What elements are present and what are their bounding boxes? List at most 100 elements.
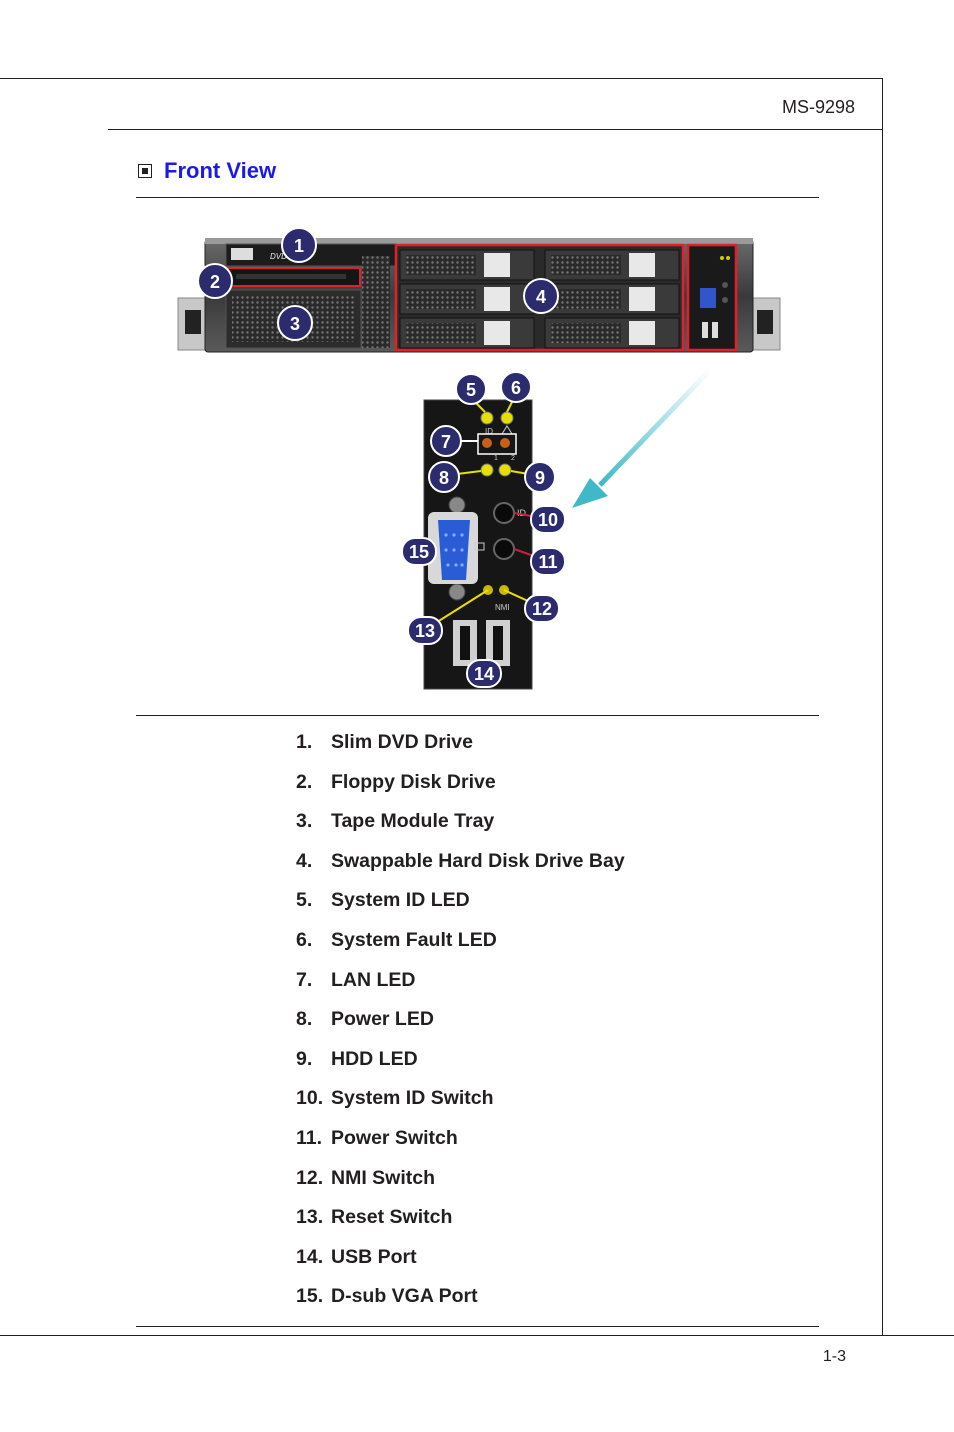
section-heading: Front View [138, 158, 276, 184]
component-label: Power Switch [331, 1126, 458, 1149]
svg-text:11: 11 [538, 552, 557, 572]
component-label: D-sub VGA Port [331, 1285, 478, 1308]
callout-5: 5 [455, 373, 487, 405]
component-label: Floppy Disk Drive [331, 770, 496, 793]
front-panel-highlight [686, 243, 738, 352]
component-number: 5. [296, 889, 313, 912]
component-number: 9. [296, 1047, 313, 1070]
component-item: 14. USB Port [296, 1246, 625, 1286]
callout-1: 1 [281, 227, 317, 263]
svg-text:8: 8 [439, 468, 449, 488]
component-label: Swappable Hard Disk Drive Bay [331, 849, 625, 872]
id-led-label: ID [485, 427, 493, 436]
component-number: 6. [296, 928, 313, 951]
svg-text:4: 4 [536, 287, 546, 307]
component-label: HDD LED [331, 1047, 418, 1070]
callout-6: 6 [500, 371, 532, 403]
section-title: Front View [164, 158, 277, 183]
component-number: 3. [296, 810, 313, 833]
bottom-frame-rule [0, 1335, 954, 1336]
svg-text:10: 10 [538, 510, 558, 530]
svg-text:3: 3 [290, 314, 300, 334]
header-model-number: MS-9298 [781, 97, 855, 117]
svg-text:1: 1 [294, 236, 304, 256]
floppy-disk-drive [227, 267, 361, 287]
component-label: Tape Module Tray [331, 810, 495, 833]
list-bottom-rule [136, 1326, 819, 1327]
right-frame-rule [882, 78, 883, 1336]
header-rule [108, 129, 883, 130]
component-label: System ID LED [331, 889, 470, 912]
svg-text:12: 12 [532, 599, 552, 619]
front-panel-closeup: ID 1 2 ID NMI [423, 399, 533, 690]
component-item: 1. Slim DVD Drive [296, 731, 625, 771]
component-item: 7. LAN LED [296, 969, 625, 1009]
callout-11: 11 [530, 547, 566, 576]
id-switch-label: ID [517, 508, 527, 518]
svg-text:5: 5 [466, 380, 476, 400]
zoom-arrow [572, 368, 712, 508]
component-label: Slim DVD Drive [331, 731, 473, 753]
callout-badges: 1 2 3 4 5 6 7 8 9 10 11 12 13 14 15 [197, 227, 566, 688]
component-list: 1. Slim DVD Drive 2. Floppy Disk Drive 3. Tap… [296, 731, 625, 1325]
component-number: 11. [296, 1126, 323, 1149]
callout-13: 13 [407, 616, 443, 645]
front-view-figure: DVD [177, 227, 781, 690]
callout-14: 14 [466, 659, 502, 688]
component-item: 8. Power LED [296, 1008, 625, 1048]
svg-text:2: 2 [210, 272, 220, 292]
component-label: NMI Switch [331, 1166, 436, 1189]
callout-12: 12 [524, 594, 560, 623]
svg-text:6: 6 [511, 378, 521, 398]
callout-7: 7 [430, 425, 462, 457]
lan1-label: 1 [494, 455, 498, 462]
component-item: 3. Tape Module Tray [296, 810, 625, 850]
component-number: 14. [296, 1245, 324, 1268]
component-number: 15. [296, 1285, 324, 1308]
component-number: 10. [296, 1087, 324, 1110]
svg-text:7: 7 [441, 432, 451, 452]
callout-9: 9 [524, 461, 556, 493]
svg-text:9: 9 [535, 468, 545, 488]
component-number: 8. [296, 1008, 313, 1031]
component-label: Reset Switch [331, 1206, 453, 1229]
component-label: LAN LED [331, 968, 416, 991]
component-item: 5. System ID LED [296, 889, 625, 929]
bullet-square-icon [138, 164, 152, 178]
title-underline [136, 197, 819, 198]
component-number: 13. [296, 1206, 324, 1229]
callout-8: 8 [428, 461, 460, 493]
hdd-bay [394, 243, 685, 352]
component-label: USB Port [331, 1245, 417, 1268]
svg-text:14: 14 [474, 664, 494, 684]
component-number: 7. [296, 968, 313, 991]
component-number: 12. [296, 1166, 324, 1189]
svg-text:15: 15 [409, 542, 429, 562]
callout-15: 15 [401, 537, 437, 566]
component-item: 12. NMI Switch [296, 1167, 625, 1207]
component-number: 1. [296, 731, 313, 753]
component-item: 2. Floppy Disk Drive [296, 771, 625, 811]
component-label: System ID Switch [331, 1087, 494, 1110]
component-label: Power LED [331, 1008, 434, 1031]
vent-grille [362, 256, 390, 348]
component-item: 15. D-sub VGA Port [296, 1285, 625, 1325]
component-item: 6. System Fault LED [296, 929, 625, 969]
component-number: 2. [296, 770, 313, 793]
callout-3: 3 [277, 305, 313, 341]
figure-bottom-rule [136, 715, 819, 716]
component-item: 4. Swappable Hard Disk Drive Bay [296, 850, 625, 890]
nmi-label: NMI [495, 603, 510, 612]
page-number: 1-3 [822, 1348, 846, 1365]
svg-text:13: 13 [415, 621, 435, 641]
component-item: 9. HDD LED [296, 1048, 625, 1088]
component-label: System Fault LED [331, 928, 497, 951]
component-item: 11. Power Switch [296, 1127, 625, 1167]
component-item: 13. Reset Switch [296, 1206, 625, 1246]
top-frame-rule [0, 78, 883, 79]
callout-4: 4 [523, 278, 559, 314]
component-number: 4. [296, 849, 313, 872]
callout-2: 2 [197, 263, 233, 299]
lan2-label: 2 [511, 455, 515, 462]
dvd-logo: DVD [270, 252, 287, 261]
